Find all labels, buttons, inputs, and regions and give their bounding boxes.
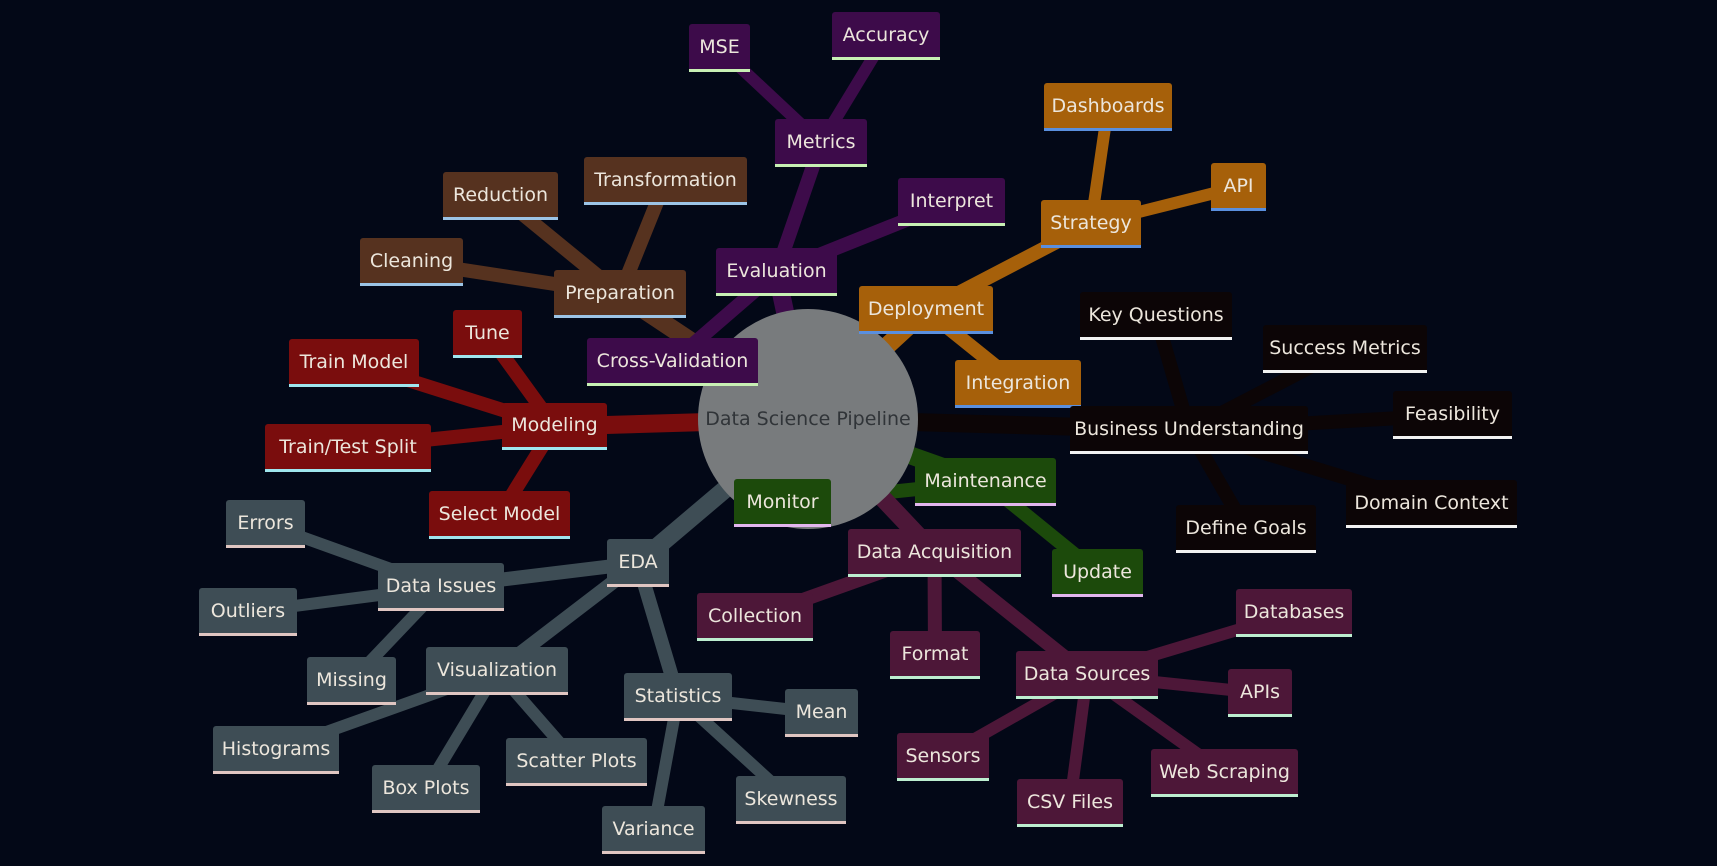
node-train-model[interactable]: Train Model bbox=[289, 339, 419, 387]
node-transformation[interactable]: Transformation bbox=[584, 157, 747, 205]
node-sensors[interactable]: Sensors bbox=[897, 733, 989, 781]
node-statistics[interactable]: Statistics bbox=[624, 673, 732, 721]
node-scatter-plots[interactable]: Scatter Plots bbox=[506, 738, 647, 786]
node-outliers[interactable]: Outliers bbox=[199, 588, 297, 636]
node-strategy[interactable]: Strategy bbox=[1041, 200, 1141, 248]
node-feasibility[interactable]: Feasibility bbox=[1393, 391, 1512, 439]
node-mse[interactable]: MSE bbox=[689, 24, 750, 72]
node-cross-validation[interactable]: Cross-Validation bbox=[587, 338, 758, 386]
node-maintenance[interactable]: Maintenance bbox=[915, 458, 1056, 506]
node-monitor[interactable]: Monitor bbox=[734, 479, 831, 527]
node-missing[interactable]: Missing bbox=[307, 657, 396, 705]
node-skewness[interactable]: Skewness bbox=[736, 776, 846, 824]
node-update[interactable]: Update bbox=[1052, 549, 1143, 597]
node-evaluation[interactable]: Evaluation bbox=[716, 248, 837, 296]
node-api[interactable]: API bbox=[1211, 163, 1266, 211]
node-interpret[interactable]: Interpret bbox=[898, 178, 1005, 226]
node-errors[interactable]: Errors bbox=[226, 500, 305, 548]
node-define-goals[interactable]: Define Goals bbox=[1176, 505, 1316, 553]
node-business[interactable]: Business Understanding bbox=[1070, 406, 1308, 454]
node-key-questions[interactable]: Key Questions bbox=[1080, 292, 1232, 340]
node-collection[interactable]: Collection bbox=[697, 593, 813, 641]
node-select-model[interactable]: Select Model bbox=[429, 491, 570, 539]
node-histograms[interactable]: Histograms bbox=[213, 726, 339, 774]
node-success-metrics[interactable]: Success Metrics bbox=[1263, 325, 1427, 373]
node-modeling[interactable]: Modeling bbox=[502, 403, 607, 450]
node-preparation[interactable]: Preparation bbox=[554, 270, 686, 318]
node-box-plots[interactable]: Box Plots bbox=[372, 765, 480, 813]
node-data-sources[interactable]: Data Sources bbox=[1016, 651, 1158, 699]
node-deployment[interactable]: Deployment bbox=[859, 286, 993, 334]
node-integration[interactable]: Integration bbox=[955, 360, 1081, 408]
node-accuracy[interactable]: Accuracy bbox=[832, 12, 940, 60]
node-variance[interactable]: Variance bbox=[602, 806, 705, 854]
node-data-issues[interactable]: Data Issues bbox=[378, 563, 504, 611]
node-csv-files[interactable]: CSV Files bbox=[1017, 779, 1123, 827]
node-dashboards[interactable]: Dashboards bbox=[1044, 83, 1172, 131]
node-cleaning[interactable]: Cleaning bbox=[360, 238, 463, 286]
node-metrics[interactable]: Metrics bbox=[775, 119, 867, 167]
node-eda[interactable]: EDA bbox=[607, 539, 669, 587]
node-visualization[interactable]: Visualization bbox=[426, 647, 568, 695]
node-format[interactable]: Format bbox=[890, 631, 980, 679]
node-acquisition[interactable]: Data Acquisition bbox=[848, 529, 1021, 577]
node-mean[interactable]: Mean bbox=[785, 689, 858, 737]
node-train-test-split[interactable]: Train/Test Split bbox=[265, 424, 431, 472]
node-web-scraping[interactable]: Web Scraping bbox=[1151, 749, 1298, 797]
node-domain-context[interactable]: Domain Context bbox=[1346, 480, 1517, 528]
node-databases[interactable]: Databases bbox=[1236, 589, 1352, 637]
node-reduction[interactable]: Reduction bbox=[443, 172, 558, 220]
node-apis[interactable]: APIs bbox=[1228, 669, 1292, 717]
node-tune[interactable]: Tune bbox=[453, 310, 522, 358]
